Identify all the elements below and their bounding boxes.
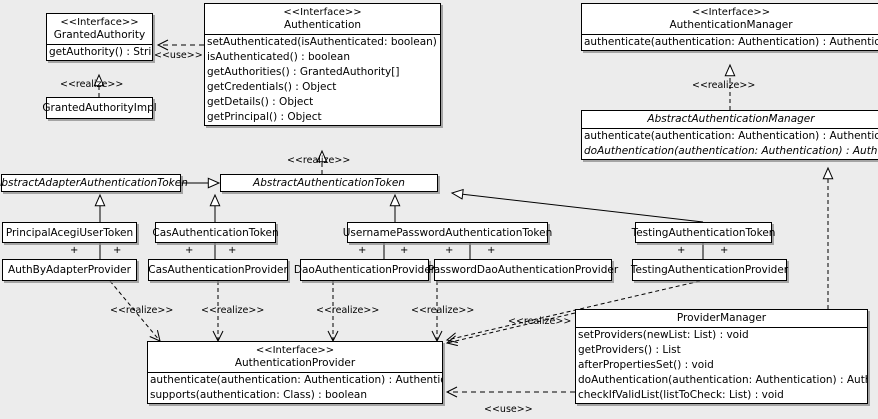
class-abstract-authentication-token[interactable]: AbstractAuthenticationToken	[220, 174, 438, 192]
operation: authenticate(authentication: Authenticat…	[150, 374, 442, 386]
edge-label-realize-cas-provider: <<realize>>	[201, 305, 265, 316]
class-provider-manager[interactable]: ProviderManager setProviders(newList: Li…	[575, 309, 868, 404]
operation: getCredentials() : Object	[207, 81, 337, 93]
class-name: AuthByAdapterProvider	[8, 264, 131, 276]
operation: doAuthentication(authentication: Authent…	[584, 145, 878, 157]
multiplicity-plus: +	[677, 245, 686, 256]
operation: checkIfValidList(listToCheck: List) : vo…	[578, 389, 784, 401]
edge-label-realize-authentication: <<realize>>	[287, 155, 351, 166]
class-name: CasAuthenticationProvider	[148, 264, 288, 276]
operation: doAuthentication(authentication: Authent…	[578, 374, 867, 386]
class-header: <<Interface>> GrantedAuthority	[47, 14, 152, 44]
operation: getAuthority() : String	[49, 46, 152, 58]
stereotype-label: <<Interface>>	[283, 7, 362, 18]
class-name: AuthenticationProvider	[234, 357, 356, 369]
operation: afterPropertiesSet() : void	[578, 359, 714, 371]
operation: setProviders(newList: List) : void	[578, 329, 749, 341]
operations-compartment: getAuthority() : String	[47, 45, 152, 60]
class-abstract-adapter-authentication-token[interactable]: AbstractAdapterAuthenticationToken	[0, 174, 188, 192]
operation: isAuthenticated() : boolean	[207, 51, 350, 63]
class-name: TestingAuthenticationToken	[631, 226, 776, 239]
operations-compartment: setAuthenticated(isAuthenticated: boolea…	[205, 35, 440, 125]
class-header: <<Interface>> AuthenticationManager	[582, 4, 878, 34]
stereotype-label: <<Interface>>	[255, 345, 335, 356]
class-abstract-authentication-manager[interactable]: AbstractAuthenticationManager authentica…	[581, 110, 878, 160]
operation: getDetails() : Object	[207, 96, 314, 108]
edge-label-realize-testing-provider: <<realize>>	[508, 316, 572, 327]
operation: setAuthenticated(isAuthenticated: boolea…	[207, 36, 440, 48]
edge-label-realize-auth-by-adapter: <<realize>>	[110, 305, 174, 316]
class-header: <<Interface>> Authentication	[205, 4, 440, 34]
class-header: AbstractAuthenticationManager	[582, 111, 878, 128]
class-principal-acegi-user-token[interactable]: PrincipalAcegiUserToken	[2, 222, 137, 243]
edge-label-realize-authentication-manager: <<realize>>	[692, 80, 756, 91]
class-username-password-authentication-token[interactable]: UsernamePasswordAuthenticationToken	[343, 222, 552, 243]
class-password-dao-authentication-provider[interactable]: PasswordDaoAuthenticationProvider	[428, 259, 618, 281]
operation: authenticate(authentication: Authenticat…	[584, 130, 878, 142]
class-testing-authentication-provider[interactable]: TestingAuthenticationProvider	[631, 259, 788, 281]
operations-compartment: authenticate(authentication: Authenticat…	[148, 373, 442, 403]
class-name: PasswordDaoAuthenticationProvider	[427, 264, 619, 276]
class-name: AuthenticationManager	[669, 19, 793, 31]
class-name: TestingAuthenticationProvider	[630, 264, 789, 276]
edge-label-use-provider-manager: <<use>>	[484, 404, 533, 415]
class-authentication-provider[interactable]: <<Interface>> AuthenticationProvider aut…	[147, 341, 443, 404]
divider	[205, 34, 440, 35]
class-name: Authentication	[283, 19, 362, 31]
divider	[576, 327, 867, 328]
class-authentication-manager[interactable]: <<Interface>> AuthenticationManager auth…	[581, 3, 878, 51]
class-name: PrincipalAcegiUserToken	[5, 226, 134, 239]
stereotype-label: <<Interface>>	[60, 17, 139, 28]
operation: getProviders() : List	[578, 344, 681, 356]
class-name: UsernamePasswordAuthenticationToken	[342, 226, 553, 239]
class-testing-authentication-token[interactable]: TestingAuthenticationToken	[632, 222, 775, 243]
class-granted-authority-impl[interactable]: GrantedAuthorityImpl	[42, 97, 157, 119]
class-auth-by-adapter-provider[interactable]: AuthByAdapterProvider	[2, 259, 137, 281]
multiplicity-plus: +	[400, 245, 409, 256]
class-name: CasAuthenticationToken	[152, 226, 279, 239]
multiplicity-plus: +	[358, 245, 367, 256]
operations-compartment: authenticate(authentication: Authenticat…	[582, 129, 878, 159]
class-name: GrantedAuthorityImpl	[42, 102, 157, 114]
class-header: ProviderManager	[576, 310, 867, 327]
operation: authenticate(authentication: Authenticat…	[584, 36, 878, 48]
operation: getAuthorities() : GrantedAuthority[]	[207, 66, 400, 78]
divider	[582, 34, 878, 35]
operation: getPrincipal() : Object	[207, 111, 322, 123]
divider	[582, 128, 878, 129]
multiplicity-plus: +	[720, 245, 729, 256]
class-name: AbstractAuthenticationToken	[253, 177, 405, 189]
class-dao-authentication-provider[interactable]: DaoAuthenticationProvider	[294, 259, 435, 281]
divider	[47, 44, 152, 45]
edge-label-realize-dao-provider: <<realize>>	[316, 305, 380, 316]
class-header: <<Interface>> AuthenticationProvider	[148, 342, 442, 372]
stereotype-label: <<Interface>>	[691, 7, 771, 18]
multiplicity-plus: +	[487, 245, 496, 256]
operations-compartment: authenticate(authentication: Authenticat…	[582, 35, 878, 50]
class-cas-authentication-provider[interactable]: CasAuthenticationProvider	[148, 259, 288, 281]
edge-label-use-granted-authority: <<use>>	[154, 50, 203, 61]
multiplicity-plus: +	[113, 245, 122, 256]
class-name: GrantedAuthority	[53, 29, 146, 41]
class-name: ProviderManager	[676, 312, 767, 324]
edge-label-realize-password-dao-provider: <<realize>>	[411, 305, 475, 316]
multiplicity-plus: +	[185, 245, 194, 256]
class-granted-authority[interactable]: <<Interface>> GrantedAuthority getAuthor…	[46, 13, 153, 61]
operation: supports(authentication: Class) : boolea…	[150, 389, 367, 401]
class-cas-authentication-token[interactable]: CasAuthenticationToken	[152, 222, 279, 243]
multiplicity-plus: +	[70, 245, 79, 256]
multiplicity-plus: +	[228, 245, 237, 256]
divider	[148, 372, 442, 373]
class-name: AbstractAuthenticationManager	[647, 113, 815, 125]
class-authentication[interactable]: <<Interface>> Authentication setAuthenti…	[204, 3, 441, 126]
class-name: DaoAuthenticationProvider	[293, 264, 436, 276]
edge-label-realize-granted-authority-impl: <<realize>>	[60, 79, 124, 90]
multiplicity-plus: +	[445, 245, 454, 256]
class-name: AbstractAdapterAuthenticationToken	[0, 177, 188, 189]
operations-compartment: setProviders(newList: List) : void getPr…	[576, 328, 867, 403]
